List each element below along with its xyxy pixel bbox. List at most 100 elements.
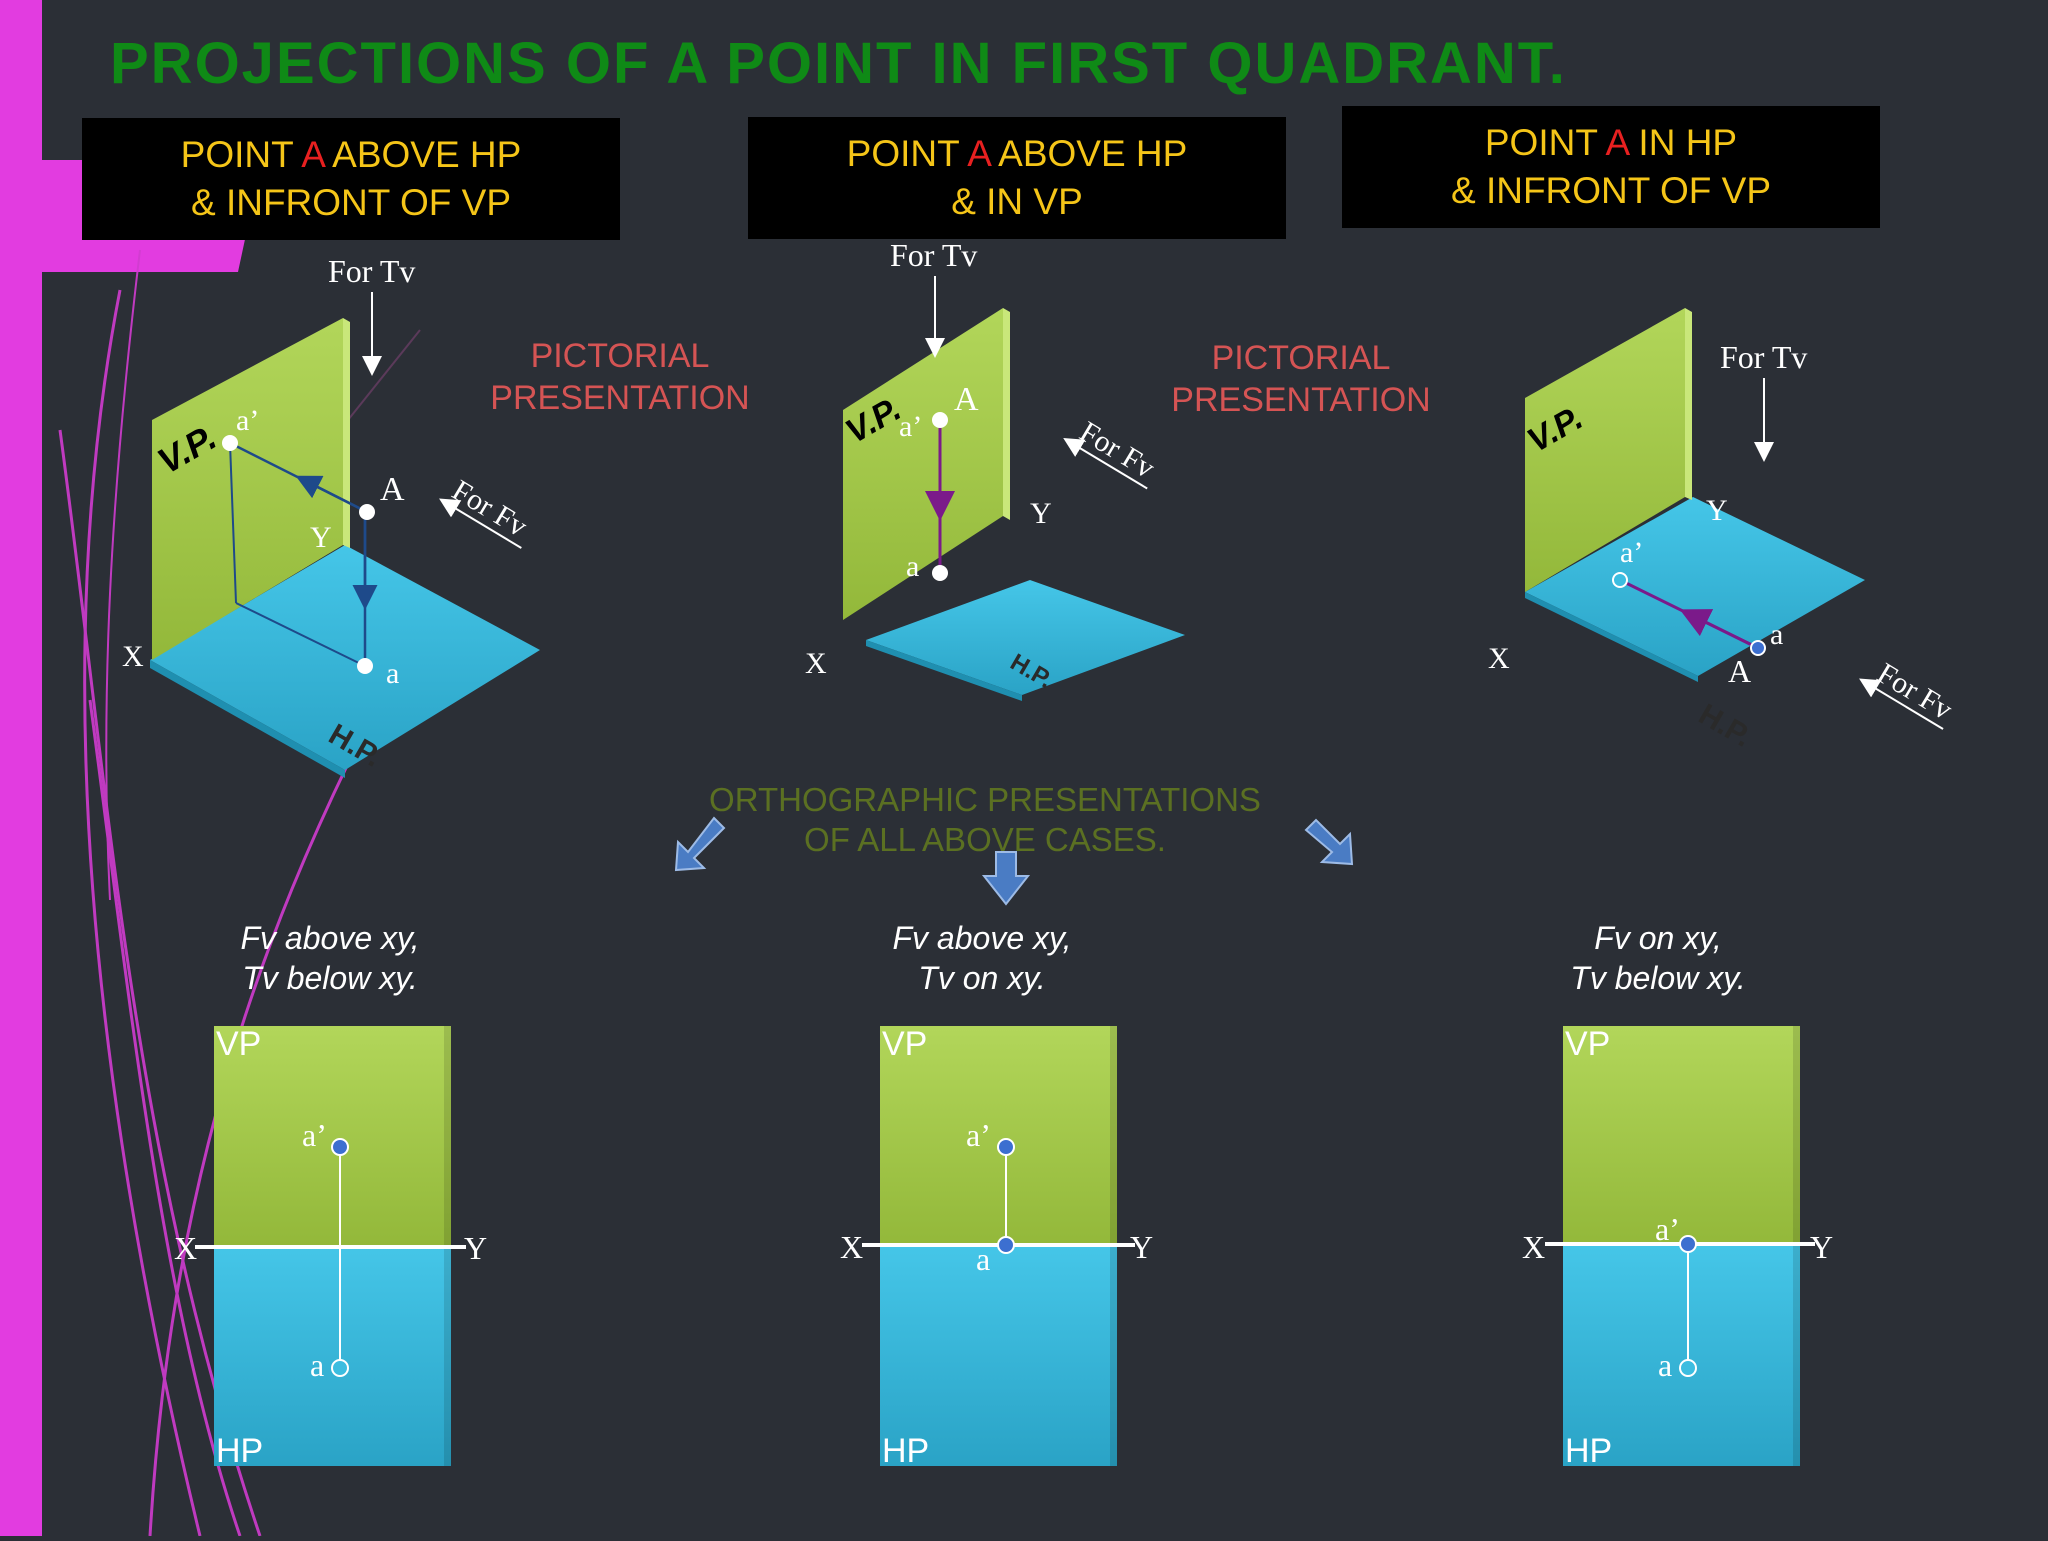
vp-plane [1525, 308, 1685, 592]
label-A: A [380, 471, 405, 508]
note-line1: Fv on xy, [1594, 920, 1722, 956]
point-a-dash [331, 1138, 349, 1156]
label-a: a [1658, 1347, 1672, 1383]
case-box-line2: & INFRONT OF VP [190, 182, 511, 223]
hp-rect [1563, 1246, 1800, 1466]
point-a [1750, 640, 1766, 656]
for-fv-group: For Fv [1063, 415, 1160, 490]
case-box-1: POINT A ABOVE HP & INFRONT OF VP [82, 118, 620, 240]
pictorial-case-3: V.P. H.P. a’ a A Y X For Tv For Fv [1488, 308, 1958, 754]
note-case-3: Fv on xy, Tv below xy. [1508, 918, 1808, 998]
label-y: Y [1130, 1229, 1153, 1265]
hp-plane-edge [866, 640, 1022, 701]
note-line2: Tv on xy. [918, 960, 1046, 996]
fv-arrow [1063, 438, 1148, 490]
label-x: X [122, 640, 144, 673]
ortho-case-2: VP HP a’ a X Y [840, 1025, 1153, 1470]
note-line2: Tv below xy. [1570, 960, 1746, 996]
label-a-dash: a’ [966, 1117, 991, 1153]
point-a-dash [222, 435, 238, 451]
point-a [1679, 1359, 1697, 1377]
vp-rect [214, 1026, 451, 1246]
hp-plane-label: H.P. [1693, 698, 1757, 754]
projector-line [229, 442, 237, 604]
for-fv-label: For Fv [1872, 657, 1958, 727]
label-a-dash: a’ [1655, 1211, 1680, 1247]
label-a: a [906, 550, 919, 583]
projector-line [235, 602, 366, 667]
hp-plane [866, 580, 1185, 695]
point-a-dash [1612, 572, 1628, 588]
case-box-line1: POINT A IN HP [1342, 119, 1880, 167]
vp-plane [843, 308, 1003, 620]
pictorial-case-2: V.P. H.P. a’ A Y a X For Tv For Fv [805, 237, 1185, 701]
pictorial-line1: PICTORIAL [1211, 339, 1391, 377]
label-vp: VP [1565, 1025, 1610, 1063]
hp-plane [150, 545, 540, 770]
projector-line [1679, 609, 1759, 650]
case-text: ABOVE HP [323, 134, 522, 175]
ortho-case-3: VP HP a’ a X Y [1522, 1025, 1833, 1470]
label-a-dash: a’ [899, 410, 922, 443]
note-case-1: Fv above xy, Tv below xy. [180, 918, 480, 998]
for-fv-label: For Fv [1074, 415, 1160, 485]
label-x: X [840, 1229, 863, 1265]
case-text: ABOVE HP [989, 133, 1188, 174]
point-letter: A [301, 134, 324, 175]
label-x: X [1522, 1229, 1545, 1265]
for-fv-label: For Fv [446, 474, 532, 544]
case-text: POINT [846, 133, 968, 174]
decorative-curves [58, 249, 382, 1537]
label-y: Y [1706, 494, 1728, 527]
case-box-2: POINT A ABOVE HP & IN VP [748, 117, 1286, 239]
label-x: X [1488, 642, 1510, 675]
case-text: IN HP [1628, 122, 1738, 163]
case-box-line2: & INFRONT OF VP [1450, 170, 1771, 211]
case-box-line1: POINT A ABOVE HP [82, 131, 620, 179]
pictorial-line2: PRESENTATION [1171, 381, 1431, 419]
vp-rect [1563, 1026, 1800, 1246]
note-line2: Tv below xy. [242, 960, 418, 996]
for-fv-group: For Fv [1859, 657, 1958, 730]
label-a: a [310, 1347, 324, 1383]
fv-arrow [1859, 678, 1944, 730]
label-a-dash: a’ [236, 404, 259, 437]
label-a: a [976, 1241, 990, 1277]
pictorial-line1: PICTORIAL [530, 337, 710, 375]
fv-arrow [439, 498, 522, 549]
hp-plane-edge [1525, 592, 1698, 682]
page-title: PROJECTIONS OF A POINT IN FIRST QUADRANT… [110, 31, 1567, 96]
hp-rect [880, 1246, 1117, 1466]
for-tv-label: For Tv [328, 253, 415, 289]
point-letter: A [967, 133, 990, 174]
case-box-line2: & IN VP [951, 181, 1083, 222]
hp-rect [214, 1246, 451, 1466]
label-x: X [805, 647, 827, 680]
vp-rect [880, 1026, 1117, 1246]
orthographic-arrows [674, 816, 1354, 906]
label-a: a [1770, 618, 1783, 651]
arrow-down-icon [981, 851, 1031, 906]
label-a: a [386, 657, 399, 690]
note-line1: Fv above xy, [240, 920, 420, 956]
case-box-3: POINT A IN HP & INFRONT OF VP [1342, 106, 1880, 228]
label-vp: VP [882, 1025, 927, 1063]
note-case-2: Fv above xy, Tv on xy. [832, 918, 1132, 998]
point-letter: A [1605, 122, 1629, 163]
label-hp: HP [1565, 1432, 1612, 1470]
pictorial-line2: PRESENTATION [490, 379, 750, 417]
projector-line [295, 475, 368, 514]
label-x: X [174, 1230, 197, 1266]
label-y: Y [464, 1230, 487, 1266]
pictorial-case-1: V.P. H.P. a’ A Y a X For Tv For Fv [122, 253, 540, 778]
orthographic-line1: ORTHOGRAPHIC PRESENTATIONS [709, 781, 1261, 818]
hp-plane [1525, 497, 1865, 676]
case-box-line1: POINT A ABOVE HP [748, 130, 1286, 178]
point-A [932, 412, 948, 428]
label-A: A [954, 381, 979, 418]
for-tv-label: For Tv [1720, 339, 1807, 375]
point-a [932, 565, 948, 581]
decorative-line [339, 329, 421, 431]
vp-plane-edge [1685, 308, 1692, 500]
